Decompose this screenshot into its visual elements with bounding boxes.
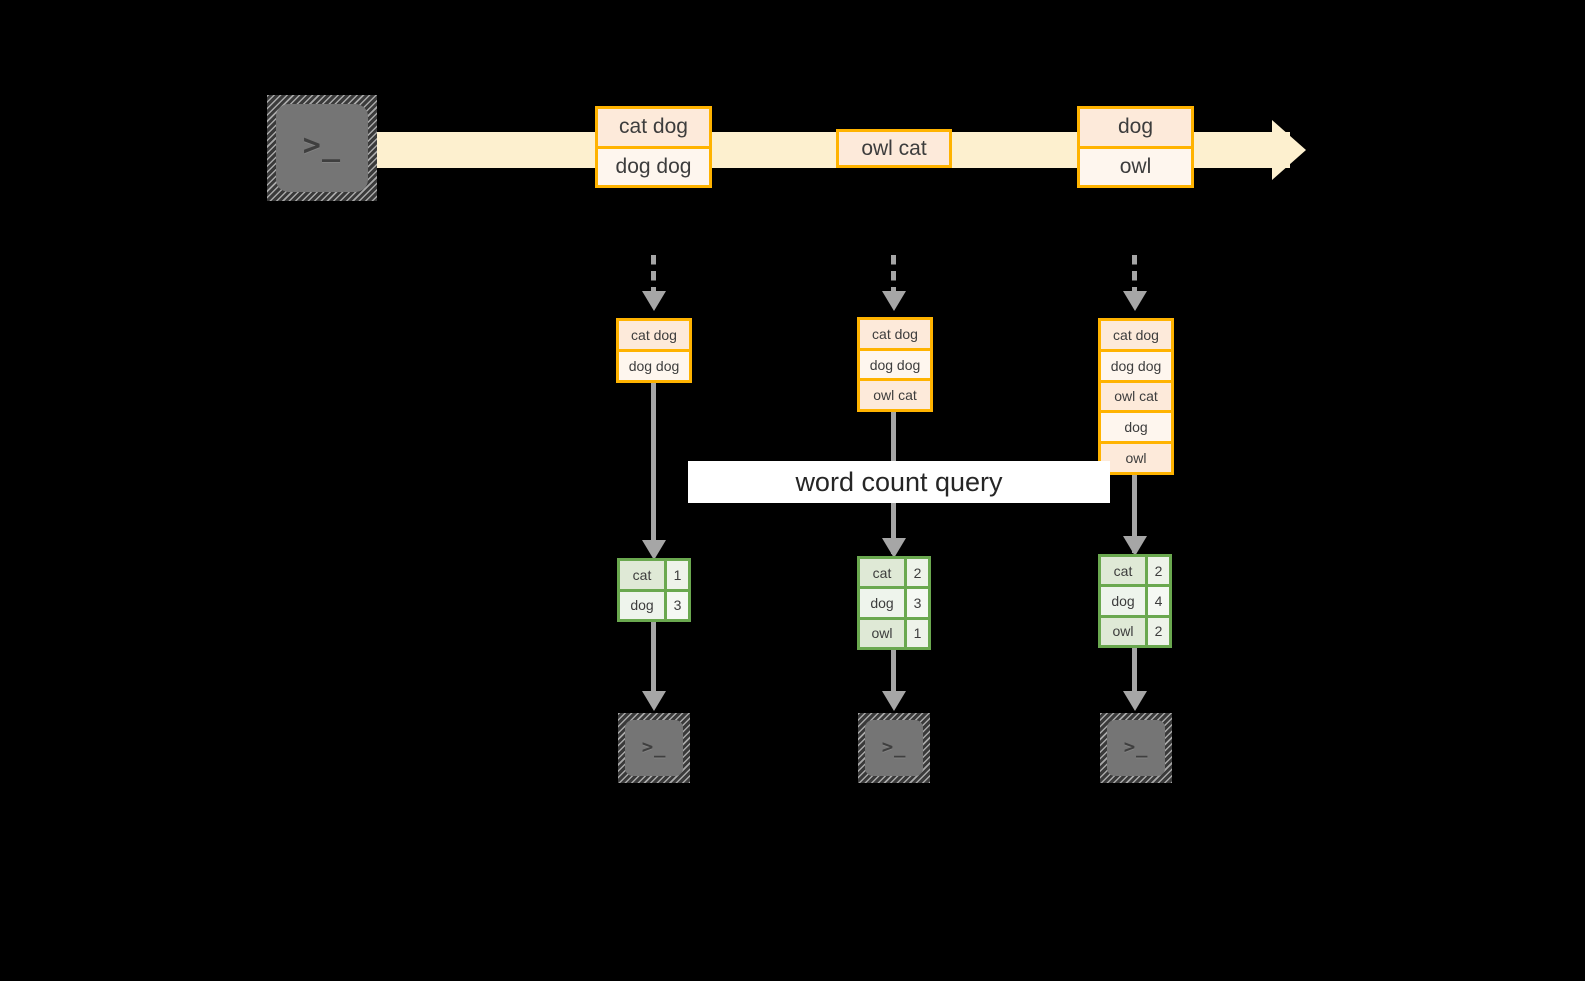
sink-terminal-3[interactable]: >_: [1100, 713, 1172, 783]
stream-to-log-arrowhead-2: [882, 291, 906, 311]
result-to-sink-connector-2: [891, 650, 896, 695]
log-snapshot-3[interactable]: cat dog dog dog owl cat dog owl: [1098, 318, 1174, 475]
result-to-sink-arrowhead-3: [1123, 691, 1147, 711]
word-count-result-3[interactable]: cat 2 dog 4 owl 2: [1098, 554, 1172, 648]
count-cell: 2: [1145, 617, 1169, 645]
stream-message-2[interactable]: owl cat: [836, 129, 952, 168]
producer-terminal-icon[interactable]: >_: [267, 95, 377, 201]
count-cell: 2: [904, 559, 928, 587]
stream-message-line: dog dog: [598, 145, 709, 185]
stream-message-line: cat dog: [598, 109, 709, 146]
stream-message-line: dog: [1080, 109, 1191, 146]
table-row: owl 1: [860, 616, 928, 647]
sink-terminal-1[interactable]: >_: [618, 713, 690, 783]
log-to-result-arrowhead-2: [882, 538, 906, 558]
table-row: cat 1: [620, 561, 688, 589]
stream-to-log-connector-3: [1132, 255, 1137, 293]
count-cell: 3: [664, 591, 688, 619]
log-entry: cat dog: [619, 321, 689, 349]
word-count-result-1[interactable]: cat 1 dog 3: [617, 558, 691, 622]
stream-message-3[interactable]: dog owl: [1077, 106, 1194, 188]
count-cell: 4: [1145, 587, 1169, 615]
log-entry: dog dog: [1101, 348, 1171, 380]
log-entry: dog dog: [860, 347, 930, 379]
log-entry: cat dog: [860, 320, 930, 348]
query-label: word count query: [795, 466, 1003, 497]
table-row: dog 4: [1101, 584, 1169, 615]
table-row: cat 2: [1101, 557, 1169, 585]
word-cell: owl: [860, 619, 904, 647]
word-count-result-2[interactable]: cat 2 dog 3 owl 1: [857, 556, 931, 650]
terminal-prompt-glyph: >_: [881, 735, 907, 758]
table-row: dog 3: [620, 588, 688, 619]
word-cell: dog: [1101, 587, 1145, 615]
stream-message-line: owl cat: [839, 132, 949, 165]
count-cell: 2: [1145, 557, 1169, 585]
log-to-result-arrowhead-3: [1123, 536, 1147, 556]
log-to-result-connector-1: [651, 383, 656, 555]
table-row: owl 2: [1101, 614, 1169, 645]
log-entry: dog dog: [619, 349, 689, 380]
stream-to-log-connector-2: [891, 255, 896, 293]
stream-message-line: owl: [1080, 145, 1191, 185]
terminal-prompt-glyph: >_: [1123, 735, 1149, 758]
word-cell: dog: [620, 591, 664, 619]
table-row: cat 2: [860, 559, 928, 587]
log-entry: owl: [1101, 441, 1171, 472]
log-entry: dog: [1101, 410, 1171, 442]
count-cell: 3: [904, 589, 928, 617]
word-cell: cat: [1101, 557, 1145, 585]
terminal-prompt-glyph: >_: [641, 735, 667, 758]
log-entry: owl cat: [1101, 379, 1171, 411]
log-entry: cat dog: [1101, 321, 1171, 349]
terminal-prompt-glyph: >_: [302, 128, 342, 164]
log-entry: owl cat: [860, 378, 930, 410]
query-label-band: word count query: [688, 461, 1110, 503]
count-cell: 1: [664, 561, 688, 589]
word-cell: cat: [620, 561, 664, 589]
stream-message-1[interactable]: cat dog dog dog: [595, 106, 712, 188]
sink-terminal-2[interactable]: >_: [858, 713, 930, 783]
log-snapshot-1[interactable]: cat dog dog dog: [616, 318, 692, 383]
table-row: dog 3: [860, 586, 928, 617]
message-stream-arrow-head: [1272, 120, 1306, 180]
stream-to-log-arrowhead-1: [642, 291, 666, 311]
result-to-sink-arrowhead-1: [642, 691, 666, 711]
log-to-result-arrowhead-1: [642, 540, 666, 560]
stream-to-log-arrowhead-3: [1123, 291, 1147, 311]
result-to-sink-arrowhead-2: [882, 691, 906, 711]
count-cell: 1: [904, 619, 928, 647]
log-to-result-connector-3: [1132, 475, 1137, 553]
log-snapshot-2[interactable]: cat dog dog dog owl cat: [857, 317, 933, 412]
result-to-sink-connector-3: [1132, 648, 1137, 695]
result-to-sink-connector-1: [651, 622, 656, 695]
stream-to-log-connector-1: [651, 255, 656, 293]
word-cell: owl: [1101, 617, 1145, 645]
word-cell: dog: [860, 589, 904, 617]
word-cell: cat: [860, 559, 904, 587]
